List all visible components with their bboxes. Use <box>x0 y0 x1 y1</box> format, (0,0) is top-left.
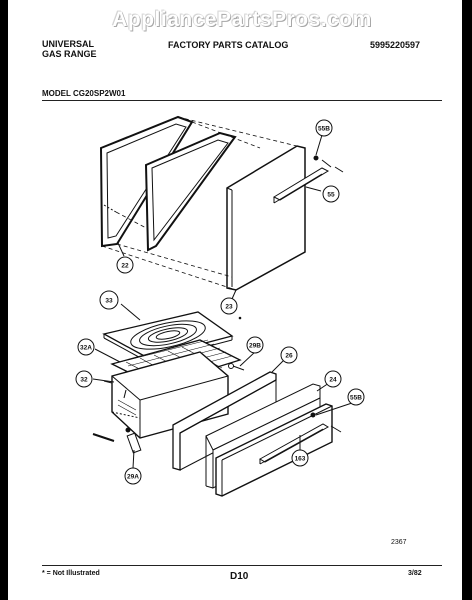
svg-text:32: 32 <box>80 377 88 384</box>
svg-text:163: 163 <box>295 456 306 463</box>
drawer-handle <box>259 423 329 465</box>
svg-text:55B: 55B <box>350 395 362 402</box>
drawer-screws <box>228 363 342 433</box>
callout-33: 33 <box>99 290 119 310</box>
drawing-number: 2367 <box>391 539 407 546</box>
door-handle <box>272 167 330 204</box>
brand-line-2: GAS RANGE <box>42 49 97 59</box>
page-code: D10 <box>230 571 249 582</box>
callout-32: 32 <box>75 370 93 388</box>
callout-163: 163 <box>291 449 309 467</box>
brand-line-1: UNIVERSAL <box>42 39 95 49</box>
callout-55: 55 <box>322 185 340 203</box>
svg-text:29B: 29B <box>249 343 261 350</box>
svg-text:55B: 55B <box>318 126 330 133</box>
callout-23: 23 <box>220 297 238 315</box>
svg-text:24: 24 <box>329 377 337 384</box>
svg-text:32A: 32A <box>80 345 92 352</box>
callout-24: 24 <box>324 370 342 388</box>
model-divider <box>42 100 442 101</box>
not-illustrated-note: * = Not Illustrated <box>42 570 100 577</box>
footer-divider <box>42 565 442 566</box>
callout-55b-upper: 55B <box>315 119 333 137</box>
svg-text:55: 55 <box>327 192 335 199</box>
svg-text:23: 23 <box>225 304 233 311</box>
catalog-date: 3/82 <box>408 570 422 577</box>
door-liner-panel <box>144 131 237 252</box>
outer-door-panel <box>226 145 306 291</box>
catalog-number: 5995220597 <box>370 40 421 50</box>
catalog-sheet: AppliancePartsPros.com UNIVERSAL GAS RAN… <box>8 0 462 600</box>
callout-29a: 29A <box>124 467 142 485</box>
exploded-parts-diagram: 55B 55 22 23 33 29B 32A 26 <box>75 115 365 497</box>
callout-22: 22 <box>116 256 134 274</box>
svg-text:22: 22 <box>121 263 129 270</box>
catalog-title: FACTORY PARTS CATALOG <box>168 40 289 50</box>
model-number: MODEL CG20SP2W01 <box>42 89 126 98</box>
svg-text:29A: 29A <box>127 474 139 481</box>
door-screw <box>313 155 344 173</box>
watermark: AppliancePartsPros.com <box>112 8 372 31</box>
drawer-glide <box>92 427 142 454</box>
callout-55b-lower: 55B <box>347 388 365 406</box>
callout-32a: 32A <box>77 338 95 356</box>
svg-text:33: 33 <box>105 298 113 305</box>
callout-26: 26 <box>280 346 298 364</box>
svg-text:26: 26 <box>285 353 293 360</box>
callout-29b: 29B <box>246 336 264 354</box>
